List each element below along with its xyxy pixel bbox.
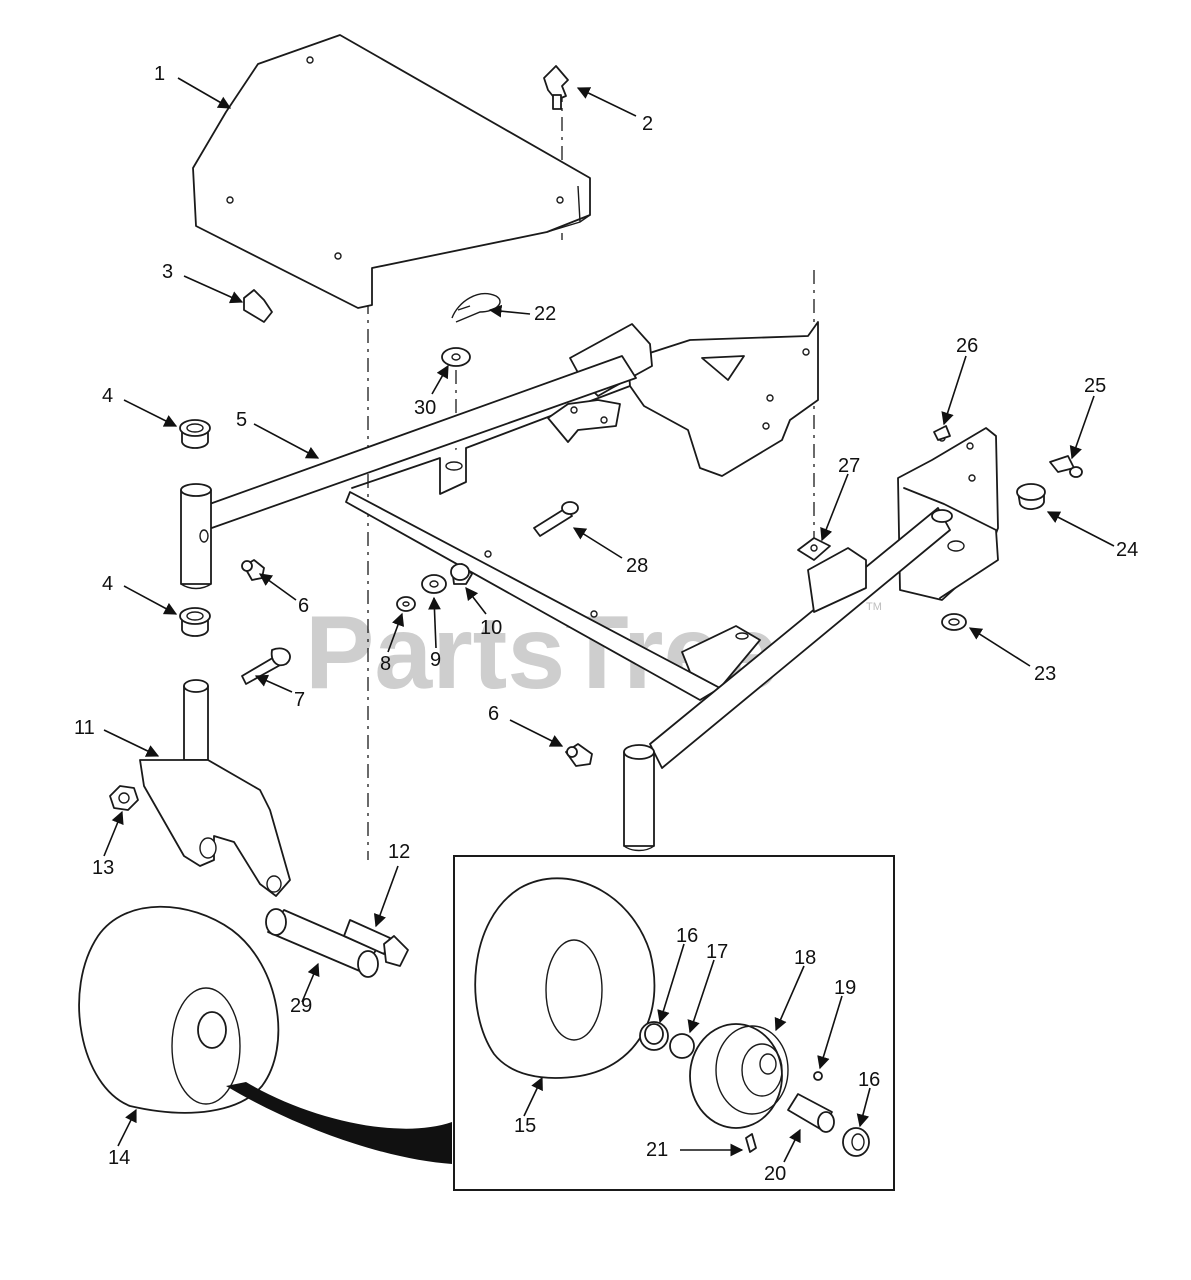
callout-3: 3 [162, 261, 173, 283]
part-square-nut-27 [797, 537, 831, 561]
part-right-axle [623, 427, 999, 852]
part-key-25 [1049, 455, 1083, 478]
part-grease-fitting-6-left [241, 559, 265, 581]
part-washer-9 [421, 574, 447, 594]
callout-21: 21 [646, 1139, 668, 1161]
callout-6-right: 6 [488, 703, 499, 725]
callout-14: 14 [108, 1147, 130, 1169]
callout-4-lower: 4 [102, 573, 113, 595]
callout-10: 10 [480, 617, 502, 639]
callout-4: 4 [102, 385, 113, 407]
callout-5: 5 [236, 409, 247, 431]
callout-27: 27 [838, 455, 860, 477]
callout-18: 18 [794, 947, 816, 969]
part-washer-8 [396, 596, 416, 612]
part-nut-13 [109, 785, 139, 811]
leader-lines [103, 77, 1115, 1163]
part-pin-28 [533, 501, 579, 537]
part-knob [543, 65, 569, 110]
callout-13: 13 [92, 857, 114, 879]
part-spacer-10 [450, 563, 473, 585]
part-caster-fork [139, 679, 291, 897]
callout-15: 15 [514, 1115, 536, 1137]
part-spacer-tube [265, 908, 379, 978]
callout-23: 23 [1034, 663, 1056, 685]
part-grease-fitting-6-right [565, 743, 593, 767]
callout-20: 20 [764, 1163, 786, 1185]
part-bushing-4-top [179, 419, 211, 449]
callout-26: 26 [956, 335, 978, 357]
callout-19: 19 [834, 977, 856, 999]
watermark-tm: TM [866, 601, 882, 613]
callout-labels: 1 2 3 4 5 6 7 8 9 10 11 12 13 14 15 16 1… [74, 63, 1138, 1185]
part-hairpin-clip [451, 293, 501, 323]
belt-shadow [226, 1082, 452, 1164]
callout-16-left: 16 [676, 925, 698, 947]
part-bolt-12 [343, 919, 409, 967]
callout-25: 25 [1084, 375, 1106, 397]
inset-wheel-detail [453, 855, 895, 1191]
part-bushing-24 [1016, 483, 1046, 510]
part-knob-small [243, 289, 273, 323]
callout-22: 22 [534, 303, 556, 325]
callout-24: 24 [1116, 539, 1138, 561]
part-wheel-left [78, 905, 280, 1114]
callout-7: 7 [294, 689, 305, 711]
callout-2: 2 [642, 113, 653, 135]
callout-30: 30 [414, 397, 436, 419]
callout-11: 11 [74, 717, 95, 739]
part-clip-26 [933, 425, 951, 441]
part-bushing-4-bottom [179, 607, 211, 637]
callout-1: 1 [154, 63, 165, 85]
callout-29: 29 [290, 995, 312, 1017]
callout-9: 9 [430, 649, 441, 671]
part-washer-30 [441, 347, 471, 367]
callout-12: 12 [388, 841, 410, 863]
callout-28: 28 [626, 555, 648, 577]
callout-16-right: 16 [858, 1069, 880, 1091]
part-cover-plate [192, 34, 591, 309]
callout-8: 8 [380, 653, 391, 675]
callout-17: 17 [706, 941, 728, 963]
callout-6: 6 [298, 595, 309, 617]
part-bolt-7 [241, 647, 291, 685]
part-main-frame [180, 321, 819, 701]
part-washer-23 [941, 613, 967, 631]
